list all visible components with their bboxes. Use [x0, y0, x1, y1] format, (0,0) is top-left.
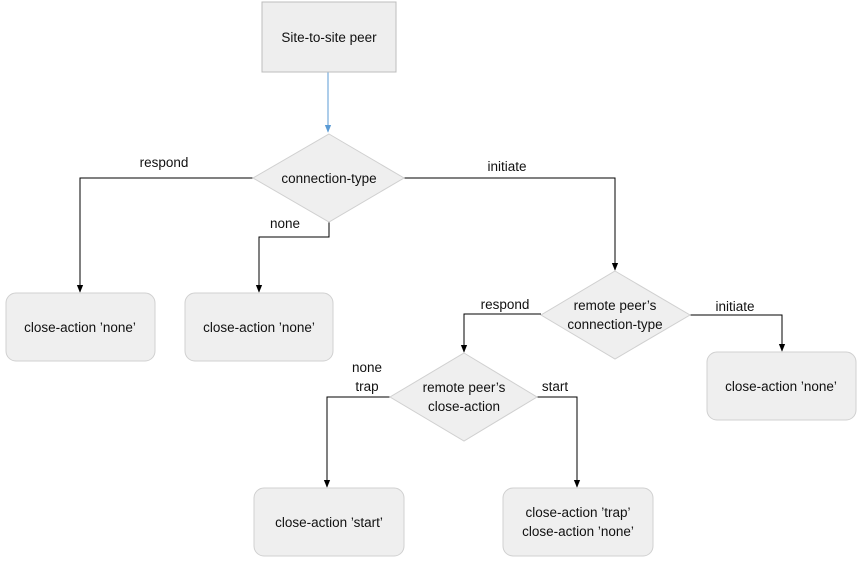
node-label-line-2: close-action ’none’	[522, 524, 634, 539]
edge-label-ct-respond: respond	[140, 155, 189, 170]
node-shape	[261, 1, 397, 73]
edge-labels: respond none initiate respond initiate n…	[140, 155, 755, 394]
node-label: close-action ’start’	[275, 515, 383, 530]
decision-diamond	[389, 352, 538, 442]
node-label-line-1: remote peer’s	[423, 380, 506, 395]
edge-label-rct-initiate: initiate	[715, 299, 754, 314]
node-label: close-action ’none’	[725, 379, 837, 394]
edge-label-rca-trap: trap	[355, 379, 378, 394]
decision-diamond	[252, 133, 405, 223]
node-label-line-2: connection-type	[567, 317, 662, 332]
decision-diamond	[540, 270, 691, 360]
edge-remote-connection-type-initiate	[689, 314, 786, 352]
nodes: Site-to-site peer connection-type close-…	[5, 1, 857, 557]
node-close-action-none-none: close-action ’none’	[184, 292, 334, 362]
edge-remote-connection-type-respond	[460, 313, 541, 353]
node-label: close-action ’none’	[203, 320, 315, 335]
node-label: Site-to-site peer	[281, 30, 377, 45]
node-label: connection-type	[281, 171, 376, 186]
node-shape	[502, 487, 654, 557]
node-shape	[184, 292, 334, 362]
node-close-action-none-respond: close-action ’none’	[5, 292, 156, 362]
edge-connection-type-none	[255, 222, 330, 293]
node-remote-connection-type-decision: remote peer’s connection-type	[540, 270, 691, 360]
node-site-to-site-peer: Site-to-site peer	[261, 1, 397, 73]
node-remote-close-action-decision: remote peer’s close-action	[389, 352, 538, 442]
node-shape	[5, 292, 156, 362]
node-close-action-trap-none: close-action ’trap’ close-action ’none’	[502, 487, 654, 557]
node-close-action-start: close-action ’start’	[253, 487, 405, 557]
edge-label-rct-respond: respond	[481, 297, 530, 312]
edge-label-rca-none: none	[352, 360, 382, 375]
edge-label-ct-initiate: initiate	[487, 159, 526, 174]
node-label-line-2: close-action	[428, 399, 500, 414]
edges	[76, 72, 786, 488]
node-label-line-1: close-action ’trap’	[525, 505, 630, 520]
edge-remote-close-action-start	[537, 396, 581, 488]
node-shape	[706, 351, 857, 421]
edge-connection-type-respond	[76, 177, 253, 293]
node-close-action-none-initiate: close-action ’none’	[706, 351, 857, 421]
edge-label-rca-start: start	[542, 379, 569, 394]
node-shape	[253, 487, 405, 557]
edge-remote-close-action-none-trap	[323, 396, 390, 488]
edge-connection-type-initiate	[403, 177, 619, 271]
node-connection-type-decision: connection-type	[252, 133, 405, 223]
node-label: close-action ’none’	[24, 320, 136, 335]
node-label-line-1: remote peer’s	[574, 298, 657, 313]
edge-label-ct-none: none	[270, 216, 300, 231]
